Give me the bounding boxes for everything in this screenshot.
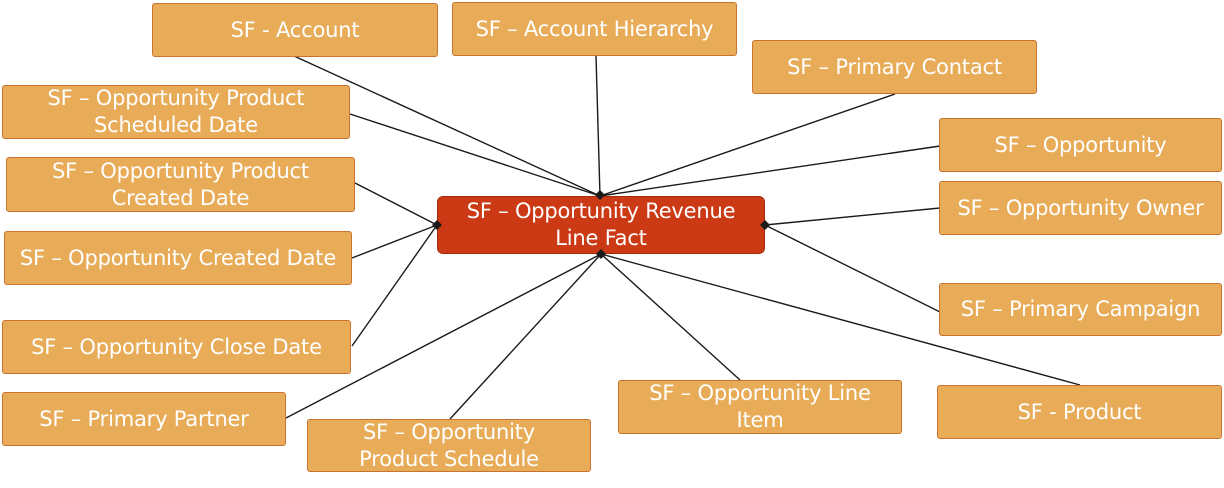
node-opportunity-revenue-line-fact[interactable]: SF – Opportunity Revenue Line Fact — [437, 196, 765, 254]
edge-opportunity-created-date — [351, 224, 438, 259]
node-opp-product-scheduled-date[interactable]: SF – Opportunity Product Scheduled Date — [2, 85, 350, 139]
node-opportunity-line-item[interactable]: SF – Opportunity Line Item — [618, 380, 902, 434]
node-opportunity-close-date[interactable]: SF – Opportunity Close Date — [2, 320, 351, 374]
node-opportunity-created-date[interactable]: SF – Opportunity Created Date — [4, 231, 352, 285]
node-primary-contact[interactable]: SF – Primary Contact — [752, 40, 1037, 94]
edge-opp-product-schedule — [449, 253, 602, 420]
edge-opportunity-close-date — [351, 224, 438, 347]
edge-opp-product-created-date — [354, 182, 438, 226]
node-primary-campaign[interactable]: SF – Primary Campaign — [939, 283, 1222, 336]
edge-product — [600, 253, 1081, 386]
edge-account-hierarchy — [595, 55, 601, 197]
node-opp-product-schedule[interactable]: SF – Opportunity Product Schedule — [307, 419, 591, 472]
edge-primary-campaign — [764, 224, 941, 313]
node-opportunity-owner[interactable]: SF – Opportunity Owner — [939, 181, 1222, 235]
node-primary-partner[interactable]: SF – Primary Partner — [2, 392, 286, 446]
edge-opportunity — [599, 145, 941, 197]
edge-opportunity-line-item — [600, 253, 741, 381]
node-opportunity[interactable]: SF – Opportunity — [939, 118, 1222, 172]
edge-primary-partner — [285, 253, 602, 419]
node-product[interactable]: SF - Product — [937, 385, 1222, 439]
node-account-hierarchy[interactable]: SF – Account Hierarchy — [452, 2, 737, 56]
node-opp-product-created-date[interactable]: SF – Opportunity Product Created Date — [6, 157, 355, 212]
edge-account — [293, 55, 601, 197]
node-account[interactable]: SF - Account — [152, 3, 438, 57]
edge-primary-contact — [599, 93, 896, 197]
edge-opp-product-scheduled-date — [349, 113, 601, 197]
edge-opportunity-owner — [764, 207, 941, 226]
